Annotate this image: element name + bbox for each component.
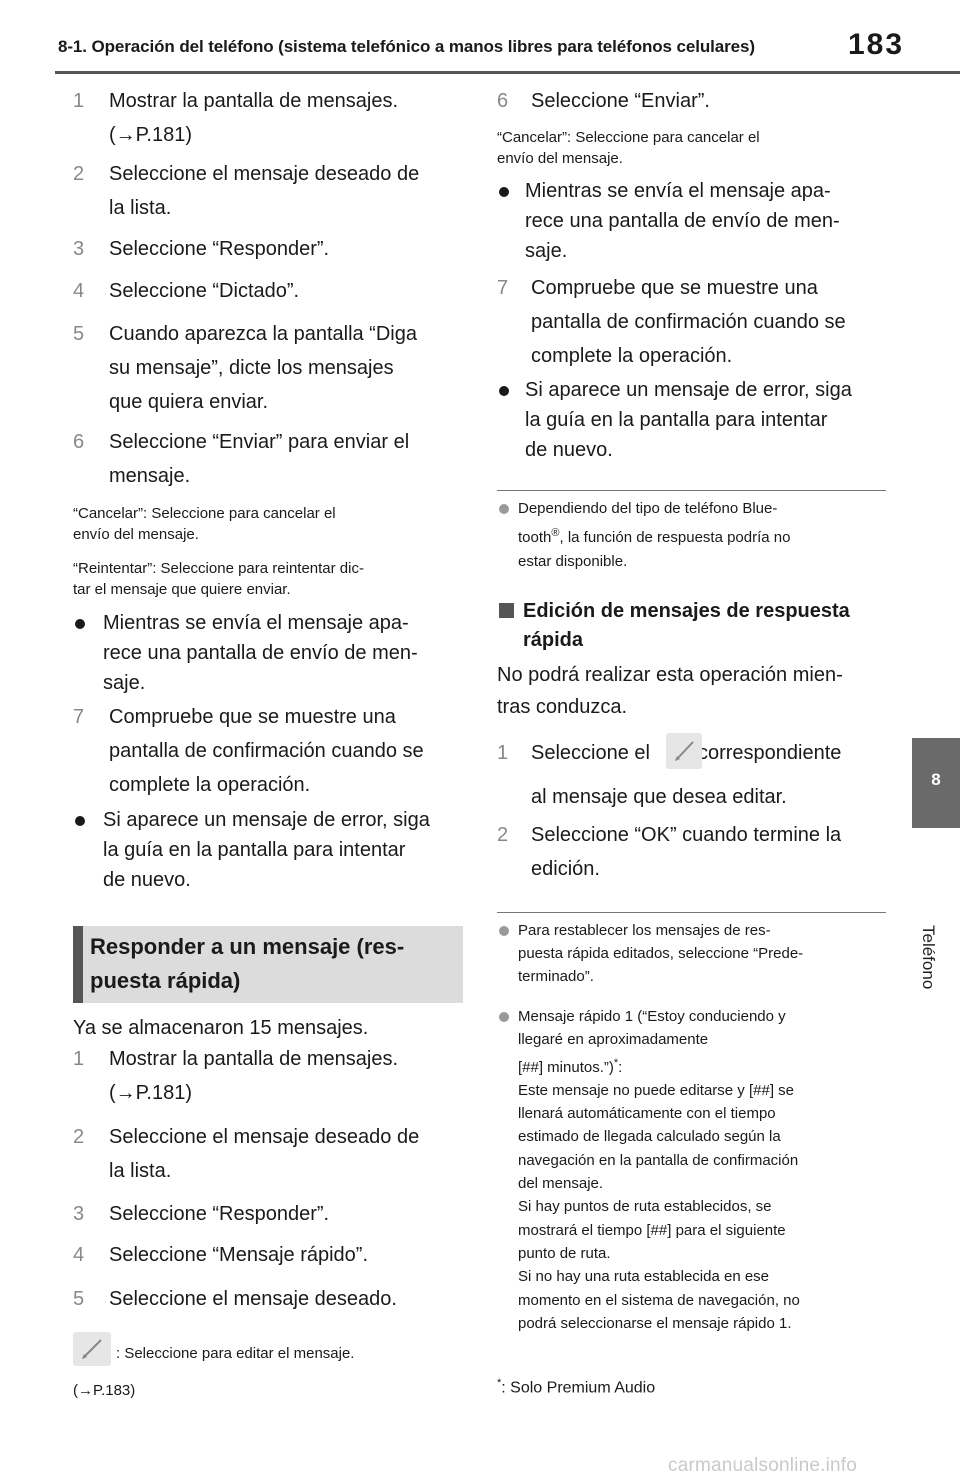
section-intro: Ya se almacenaron 15 mensajes.: [73, 1017, 369, 1039]
step-7: 7 Compruebe que se muestre una pantalla …: [73, 706, 424, 796]
quick-step-5: 5 Seleccione el mensaje deseado.: [73, 1288, 397, 1310]
bullet-dot: [499, 386, 509, 396]
running-header: 8-1. Operación del teléfono (sistema tel…: [58, 37, 755, 56]
chapter-tab-number: 8: [931, 770, 941, 789]
section-heading: Responder a un mensaje (res- puesta rápi…: [73, 926, 463, 1003]
quick-message-note: Mensaje rápido 1 (“Estoy conduciendo y l…: [499, 1005, 891, 1335]
edit-step-2: 2 Seleccione “OK” cuando termine la edic…: [497, 824, 842, 880]
chapter-tab-label: Teléfono: [919, 925, 938, 990]
sub-heading: Edición de mensajes de respuesta rápida: [499, 597, 891, 655]
edit-step-1-cont: al mensaje que desea editar.: [531, 786, 787, 808]
restore-note: Para restablecer los mensajes de res- pu…: [499, 919, 891, 988]
page-number: 183: [848, 28, 905, 61]
step-6: 6 Seleccione “Enviar” para enviar el men…: [73, 431, 410, 487]
right-step-7: 7 Compruebe que se muestre una pantalla …: [497, 277, 846, 367]
quick-step-2: 2 Seleccione el mensaje deseado de la li…: [73, 1126, 420, 1182]
bullet-dot: [75, 619, 85, 629]
bluetooth-note: Dependiendo del tipo de teléfono Blue- t…: [499, 497, 889, 574]
chapter-tab: [912, 738, 960, 828]
footnote: *: Solo Premium Audio: [497, 1377, 656, 1397]
edit-icon-note: : Seleccione para editar el mensaje.: [116, 1345, 355, 1362]
step-4: 4 Seleccione “Dictado”.: [73, 280, 300, 302]
quick-step-1: 1 Mostrar la pantalla de mensajes. (→P.1…: [73, 1048, 399, 1104]
bullet-error: Si aparece un mensaje de error, siga la …: [75, 805, 465, 895]
step-3: 3 Seleccione “Responder”.: [73, 238, 330, 260]
bullet-dot: [499, 187, 509, 197]
edit-icon-ref: (→P.183): [73, 1382, 136, 1399]
note-divider: [497, 912, 886, 913]
step-2: 2 Seleccione el mensaje deseado de la li…: [73, 163, 420, 219]
right-bullet-error: Si aparece un mensaje de error, siga la …: [499, 375, 889, 465]
quick-step-4: 4 Seleccione “Mensaje rápido”.: [73, 1244, 369, 1266]
section-heading-bar: [73, 926, 83, 1003]
note-dot: [499, 926, 509, 936]
right-step-6: 6 Seleccione “Enviar”.: [497, 90, 710, 112]
bullet-dot: [75, 816, 85, 826]
bullet-sending-screen: Mientras se envía el mensaje apa- rece u…: [75, 608, 465, 698]
square-bullet: [499, 603, 514, 618]
quick-step-3: 3 Seleccione “Responder”.: [73, 1203, 330, 1225]
retry-note: “Reintentar”: Seleccione para reintentar…: [73, 560, 364, 598]
note-dot: [499, 1012, 509, 1022]
note-dot: [499, 504, 509, 514]
header-rule: [55, 71, 960, 74]
note-divider: [497, 490, 886, 491]
step-5: 5 Cuando aparezca la pantalla “Diga su m…: [73, 323, 417, 413]
sub-intro: No podrá realizar esta operación mien-tr…: [497, 664, 843, 718]
edit-pencil-icon: [73, 1332, 111, 1366]
step-1: 1 Mostrar la pantalla de mensajes. (→P.1…: [73, 90, 399, 146]
right-bullet-sending: Mientras se envía el mensaje apa- rece u…: [499, 176, 889, 266]
edit-pencil-icon: [666, 733, 702, 769]
watermark: carmanualsonline.info: [668, 1455, 858, 1476]
